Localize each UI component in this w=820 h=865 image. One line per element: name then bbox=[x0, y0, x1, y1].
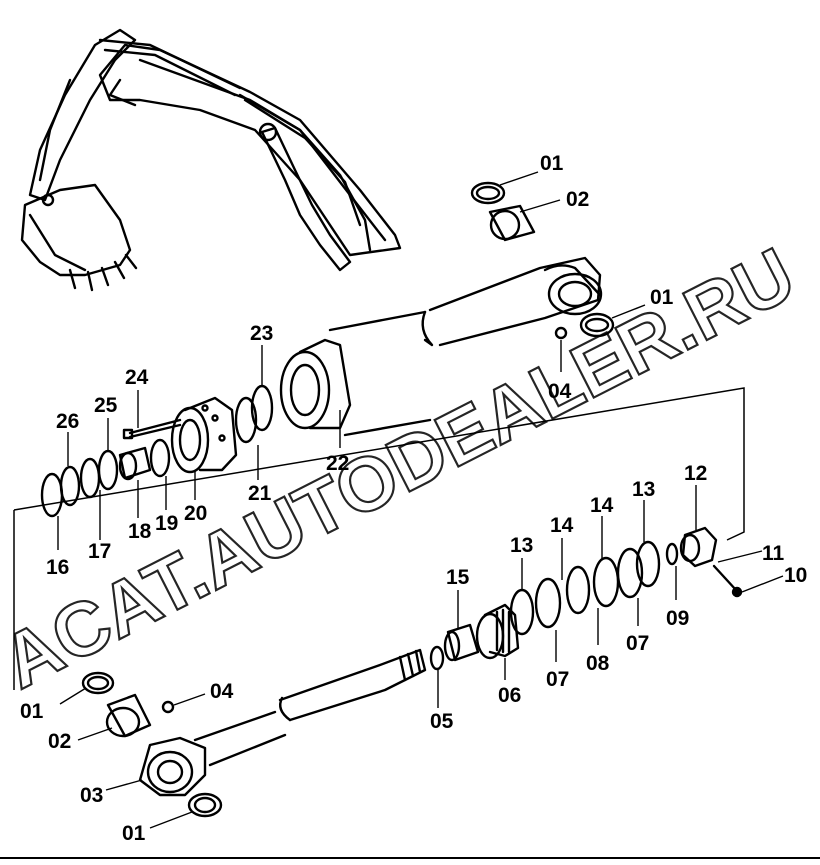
label-16: 16 bbox=[46, 556, 69, 579]
label-26: 26 bbox=[56, 410, 79, 433]
label-01-top: 01 bbox=[540, 152, 564, 175]
excavator-illustration bbox=[20, 28, 402, 292]
label-07-right: 07 bbox=[626, 632, 649, 655]
label-13-left: 13 bbox=[510, 534, 533, 557]
label-09: 09 bbox=[666, 607, 689, 630]
label-15: 15 bbox=[446, 566, 470, 589]
label-06: 06 bbox=[498, 684, 521, 707]
cylinder-tube bbox=[279, 256, 603, 437]
label-02-bottom: 02 bbox=[48, 730, 71, 753]
label-12: 12 bbox=[684, 462, 707, 485]
label-14-right: 14 bbox=[590, 494, 614, 517]
label-24: 24 bbox=[125, 366, 149, 389]
label-07-left: 07 bbox=[546, 668, 569, 691]
label-22: 22 bbox=[326, 452, 349, 475]
label-01-bottom: 01 bbox=[122, 822, 146, 845]
label-19: 19 bbox=[155, 512, 178, 535]
label-03: 03 bbox=[80, 784, 103, 807]
label-21: 21 bbox=[248, 482, 272, 505]
label-01-right: 01 bbox=[650, 286, 674, 309]
grouping-bracket bbox=[13, 387, 745, 690]
part-labels: 01 02 01 04 23 24 25 26 22 21 20 19 18 1… bbox=[20, 152, 807, 845]
label-25: 25 bbox=[94, 394, 118, 417]
leader-lines bbox=[57, 171, 784, 829]
label-08: 08 bbox=[586, 652, 610, 675]
label-14-left: 14 bbox=[550, 514, 574, 537]
gland-assembly bbox=[40, 384, 274, 518]
label-23: 23 bbox=[250, 322, 273, 345]
label-10: 10 bbox=[784, 564, 807, 587]
label-11: 11 bbox=[762, 542, 785, 565]
label-05: 05 bbox=[430, 710, 454, 733]
label-02-top: 02 bbox=[566, 188, 589, 211]
label-17: 17 bbox=[88, 540, 111, 563]
label-18: 18 bbox=[128, 520, 152, 543]
label-04-bottom: 04 bbox=[210, 680, 234, 703]
top-pin-parts bbox=[470, 181, 615, 340]
label-20: 20 bbox=[184, 502, 207, 525]
label-13-right: 13 bbox=[632, 478, 655, 501]
label-04-top: 04 bbox=[548, 380, 572, 403]
rod-assembly bbox=[81, 526, 743, 818]
label-01-bottom-left: 01 bbox=[20, 700, 44, 723]
